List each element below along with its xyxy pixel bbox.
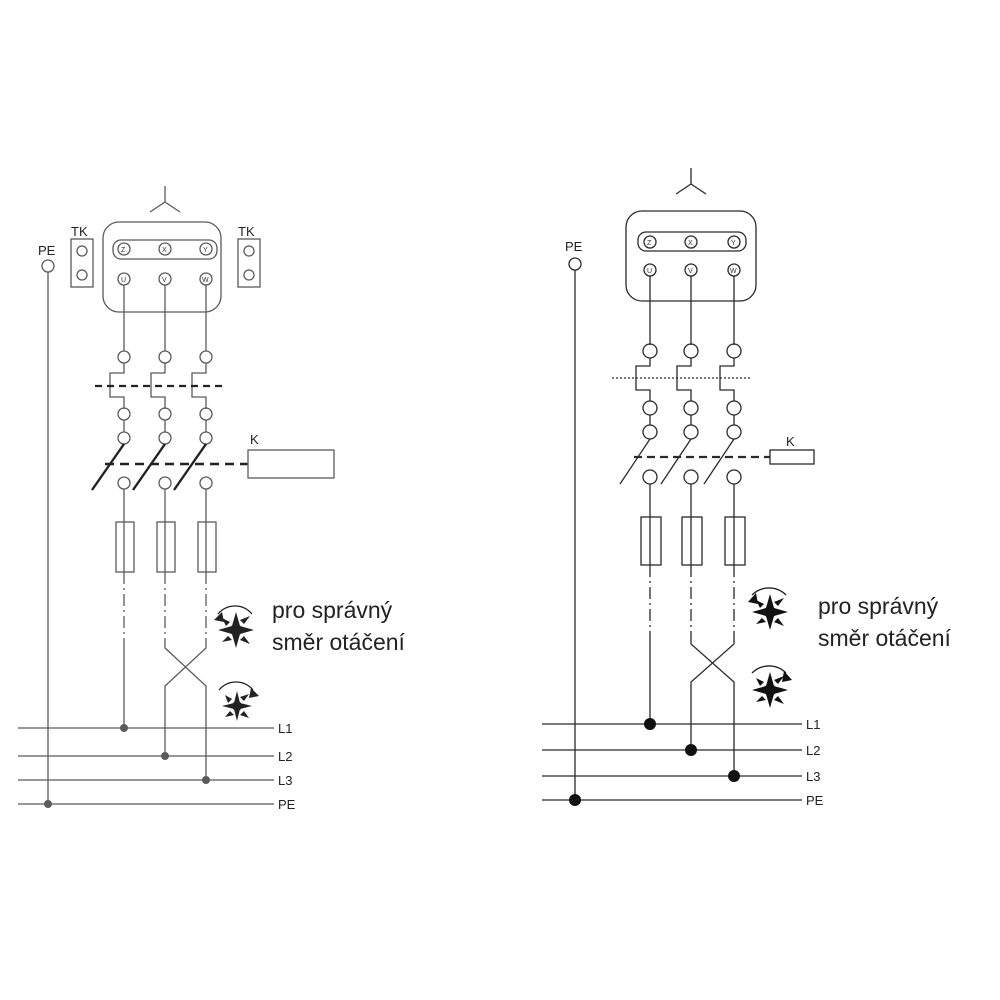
star-connection-symbol — [675, 168, 707, 195]
diagram-left — [18, 186, 335, 808]
phase-swap-crossover — [690, 635, 735, 776]
star-connection-symbol — [149, 186, 181, 213]
line-label-l3: L3 — [278, 773, 292, 788]
line-label-l2: L2 — [806, 743, 820, 758]
contactor-label: K — [250, 432, 259, 447]
terminal-w: W — [202, 277, 209, 284]
motor-terminal-box — [102, 221, 222, 313]
top-terminals — [117, 242, 213, 286]
fan-icon — [214, 605, 254, 648]
fuses — [640, 516, 746, 566]
contactor-label: K — [786, 434, 795, 449]
line-label-l1: L1 — [806, 717, 820, 732]
phase-swap-crossover — [164, 640, 207, 780]
tk-left-label: TK — [71, 224, 88, 239]
pe-terminal-top — [568, 257, 582, 271]
pe-terminal-top — [41, 259, 55, 273]
junction-dot — [644, 718, 656, 730]
junction-dot — [685, 744, 697, 756]
terminal-z: Z — [647, 240, 652, 247]
line-label-l3: L3 — [806, 769, 820, 784]
fan-icon — [751, 665, 792, 708]
pe-top-label: PE — [565, 239, 583, 254]
direction-text-line2: směr otáčení — [818, 625, 952, 651]
terminal-v: V — [162, 277, 167, 284]
contactor-coil — [769, 449, 815, 465]
junction-dot — [728, 770, 740, 782]
line-label-pe: PE — [806, 793, 824, 808]
line-label-l2: L2 — [278, 749, 292, 764]
diagram-left-labels: PE TK TK Z X Y U V W K pro správný směr … — [38, 224, 406, 812]
fan-icon — [218, 681, 259, 721]
line-label-pe: PE — [278, 797, 296, 812]
tk-right-box — [237, 238, 261, 288]
terminal-bridge — [637, 231, 747, 252]
pe-top-label: PE — [38, 243, 56, 258]
tk-right-label: TK — [238, 224, 255, 239]
terminal-bridge — [112, 239, 218, 260]
diagram-right — [542, 168, 815, 806]
terminal-u: U — [647, 268, 652, 275]
direction-text-line1: pro správný — [272, 597, 393, 623]
tk-left-box — [70, 238, 94, 288]
terminal-y: Y — [731, 240, 736, 247]
junction-dot — [44, 800, 52, 808]
contactor-contacts — [619, 438, 735, 485]
fuses — [115, 521, 217, 573]
junction-dot — [120, 724, 128, 732]
fan-icon — [748, 587, 788, 630]
terminal-v: V — [688, 268, 693, 275]
contactor-coil — [247, 449, 335, 479]
terminal-u: U — [121, 277, 126, 284]
direction-text-line1: pro správný — [818, 593, 939, 619]
diagram-right-labels: PE Z X Y U V W K pro správný směr otáčen… — [565, 239, 952, 808]
junction-dot — [161, 752, 169, 760]
contactor-contacts — [91, 443, 207, 491]
terminal-w: W — [730, 268, 737, 275]
direction-text-line2: směr otáčení — [272, 629, 406, 655]
terminal-x: X — [162, 247, 167, 254]
terminal-z: Z — [121, 247, 126, 254]
junction-dot — [202, 776, 210, 784]
terminal-y: Y — [203, 247, 208, 254]
terminal-x: X — [688, 240, 693, 247]
junction-dot — [569, 794, 581, 806]
line-label-l1: L1 — [278, 721, 292, 736]
